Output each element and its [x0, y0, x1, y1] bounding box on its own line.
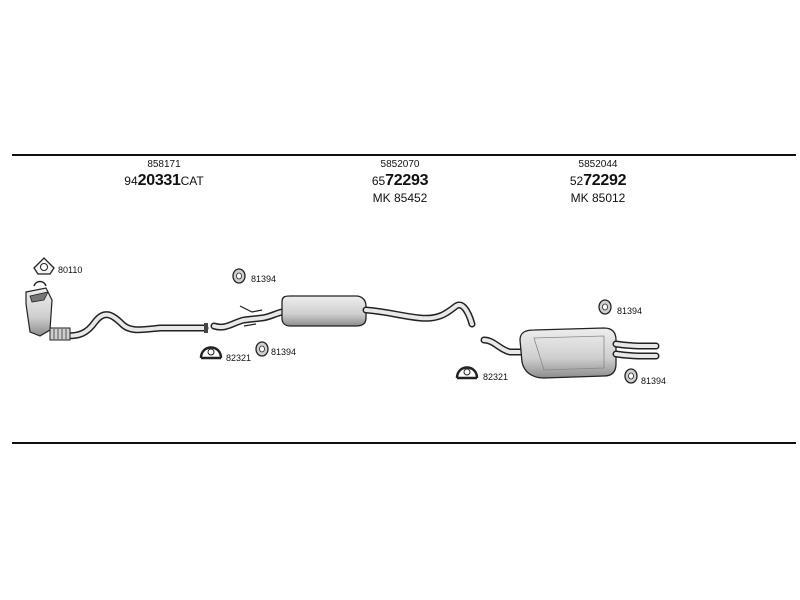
- top-divider-line: [12, 154, 796, 156]
- gasket-icon: [33, 257, 55, 275]
- hanger-part-number: 81394: [251, 274, 277, 284]
- clamp-icon: [455, 366, 479, 380]
- hanger-part-number: 81394: [271, 347, 297, 357]
- rear-part-number: 72292: [583, 172, 627, 189]
- middle-prefix: 65: [371, 174, 386, 188]
- catalyst-part-number: 20331: [137, 172, 181, 189]
- hanger-part-number: 81394: [641, 376, 667, 386]
- rubber-hanger-icon: [232, 268, 246, 284]
- bottom-divider-line: [12, 442, 796, 444]
- rear-prefix: 52: [569, 174, 584, 188]
- rear-silencer-label: 5852044 5272292 MK 85012: [538, 159, 658, 205]
- catalyst-suffix: CAT: [180, 174, 204, 188]
- clamp-part-number: 82321: [226, 353, 252, 363]
- middle-silencer-label: 5852070 6572293 MK 85452: [340, 159, 460, 205]
- middle-mk-number: MK 85452: [372, 191, 428, 205]
- catalyst-prefix: 94: [124, 174, 138, 188]
- rear-mk-number: MK 85012: [570, 191, 626, 205]
- clamp-icon: [199, 346, 223, 360]
- front-pipe-with-catalyst: [25, 280, 209, 341]
- middle-silencer: [210, 295, 476, 331]
- catalyst-label: 858171 9420331CAT: [104, 160, 224, 189]
- clamp-part-number: 82321: [483, 372, 509, 382]
- rubber-hanger-icon: [598, 299, 612, 315]
- rubber-hanger-icon: [255, 341, 269, 357]
- middle-part-number: 72293: [385, 172, 429, 189]
- gasket-part-number: 80110: [58, 265, 83, 275]
- rear-ref-number: 5852044: [578, 159, 618, 170]
- hanger-part-number: 81394: [617, 306, 643, 316]
- rear-silencer: [480, 327, 660, 379]
- catalyst-ref-number: 858171: [147, 159, 181, 170]
- rubber-hanger-icon: [624, 368, 638, 384]
- middle-ref-number: 5852070: [380, 159, 420, 170]
